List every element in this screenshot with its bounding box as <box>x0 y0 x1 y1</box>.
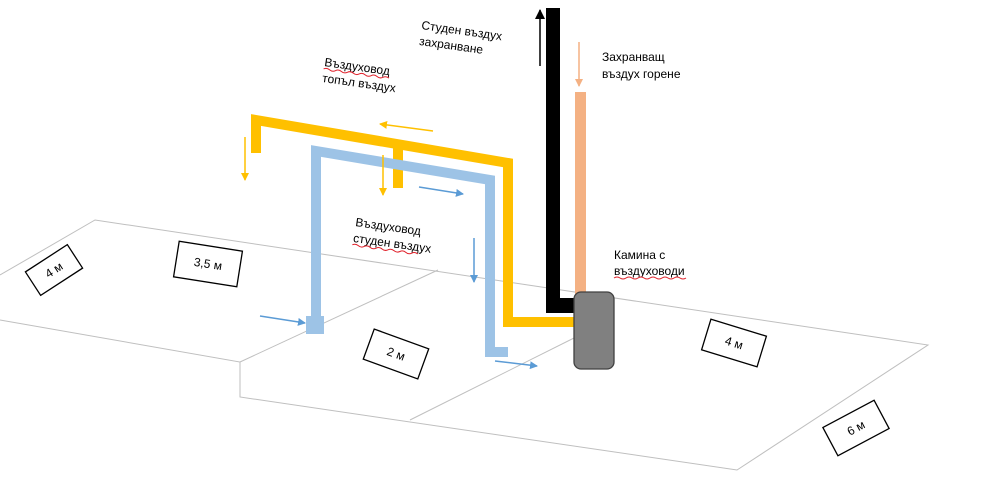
chimney-vertical <box>546 8 560 313</box>
warm-duct-main <box>251 114 575 327</box>
room-tag-right-text: 4 м <box>723 334 745 353</box>
label-combustion-air: Захранващ въздух горене <box>602 50 681 81</box>
room-tag-center-text: 2 м <box>385 344 407 363</box>
chimney-base <box>546 298 578 313</box>
room-tag-far-right: 6 м <box>822 399 890 457</box>
cold-flow-arrows <box>259 186 538 370</box>
cold-air-duct <box>311 145 508 357</box>
warm-arrow-top <box>379 120 434 132</box>
room-tag-left: 4 м <box>24 243 84 297</box>
label-fireplace-line1: Камина с <box>614 248 665 262</box>
label-fireplace-line2: въздуховоди <box>614 264 685 278</box>
floor-plan <box>0 219 930 471</box>
label-cold-supply: Студен въздух захранване <box>418 18 503 57</box>
cold-duct-main <box>311 145 508 357</box>
label-combustion-line2: въздух горене <box>602 67 681 81</box>
floor-outline <box>0 219 930 471</box>
floor-divider-center <box>409 334 581 421</box>
cold-arrow-outlet <box>494 360 538 370</box>
combustion-air-duct <box>575 92 586 302</box>
warm-air-duct <box>251 114 575 327</box>
fireplace-unit <box>573 291 615 370</box>
chimney-stack <box>546 8 578 313</box>
spellcheck-underline <box>352 243 419 255</box>
label-fireplace: Камина с въздуховоди <box>613 248 687 280</box>
room-tag-right: 4 м <box>700 318 768 368</box>
room-tag-center: 2 м <box>362 328 430 380</box>
warm-flow-arrows <box>241 120 434 196</box>
cold-arrow-top <box>418 186 464 197</box>
cold-duct-inlet <box>306 316 324 334</box>
spellcheck-underline <box>613 276 687 280</box>
label-combustion-line1: Захранващ <box>602 50 665 64</box>
label-cold-duct: Въздуховод студен въздух <box>352 215 432 256</box>
floor-divider-left <box>239 269 439 363</box>
spellcheck-underline <box>323 67 390 79</box>
room-tag-middle-top-text: 3,5 м <box>193 255 223 273</box>
cold-arrow-inlet <box>259 315 306 326</box>
label-warm-duct: Въздуховод топъл въздух <box>321 55 396 95</box>
room-tag-middle-top: 3,5 м <box>172 240 244 288</box>
